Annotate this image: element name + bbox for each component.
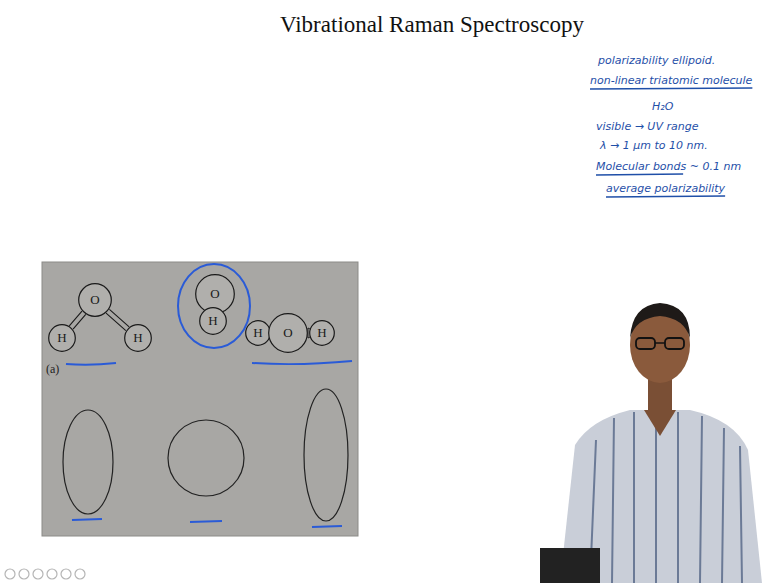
- atom-circle: H: [245, 320, 271, 346]
- atom-symbol: O: [283, 325, 292, 341]
- atom-circle: H: [48, 324, 76, 352]
- handwritten-note: non-linear triatomic molecule: [590, 74, 752, 87]
- slide-title: Vibrational Raman Spectroscopy: [280, 12, 584, 38]
- blue-underline: [596, 174, 683, 175]
- atom-text-box: H: [245, 320, 271, 346]
- atom-outline: [200, 308, 227, 335]
- desk-edge: [540, 548, 600, 583]
- shirt-stripes: [590, 412, 742, 583]
- atom-outline: [79, 284, 112, 317]
- book-photo: [42, 262, 358, 536]
- blue-circle: [178, 264, 250, 348]
- blue-underline: [66, 363, 116, 365]
- atom-circle: O: [78, 283, 112, 317]
- atom-circle: H: [124, 324, 152, 352]
- atom-text-box: H: [48, 324, 76, 352]
- polarizability-ellipse: [63, 410, 113, 514]
- atom-circle: H: [309, 320, 335, 346]
- blue-underline: [252, 361, 352, 364]
- glasses-bridge: [655, 342, 665, 344]
- atom-outline: [125, 325, 152, 352]
- toolbar-icon: [33, 569, 43, 579]
- atom-symbol: H: [208, 313, 217, 329]
- handwritten-note: polarizability ellipoid.: [598, 54, 715, 67]
- blue-underline: [312, 526, 342, 527]
- atom-symbol: O: [210, 286, 219, 302]
- atom-outline: [310, 321, 335, 346]
- atom-symbol: O: [90, 292, 99, 308]
- atom-outline: [49, 325, 76, 352]
- atom-symbol: H: [253, 325, 262, 341]
- atom-symbol: H: [57, 330, 66, 346]
- atom-outline: [269, 314, 308, 353]
- atom-text-box: H: [309, 320, 335, 346]
- atom-text-box: O: [268, 313, 308, 353]
- atom-text-box: H: [199, 307, 227, 335]
- polarizability-ellipse: [304, 389, 348, 521]
- atom-symbol: H: [317, 325, 326, 341]
- hair: [630, 303, 690, 338]
- handwritten-note: visible → UV range: [596, 120, 698, 133]
- toolbar-icons: [5, 569, 85, 579]
- glasses: [665, 338, 684, 349]
- bond-line: [106, 309, 129, 330]
- photo-border: [42, 262, 358, 536]
- figure-label: (a): [46, 362, 59, 377]
- toolbar-icon: [75, 569, 85, 579]
- atom-text-box: O: [78, 283, 112, 317]
- polarizability-ellipse: [168, 420, 244, 496]
- neck: [644, 410, 676, 436]
- blue-underline: [190, 521, 222, 522]
- glasses: [636, 338, 655, 349]
- blue-underline: [590, 88, 752, 89]
- toolbar-icon: [47, 569, 57, 579]
- atom-circle: O: [268, 313, 308, 353]
- toolbar-icon: [61, 569, 71, 579]
- atom-outline: [246, 321, 271, 346]
- handwritten-note: λ → 1 μm to 10 nm.: [600, 139, 708, 152]
- toolbar-icon: [19, 569, 29, 579]
- toolbar-icon: [5, 569, 15, 579]
- atom-circle: H: [199, 307, 227, 335]
- presenter: [540, 303, 762, 583]
- blue-underline: [606, 196, 725, 197]
- handwritten-note: average polarizability: [606, 182, 725, 195]
- blue-underline: [72, 519, 102, 520]
- bond-line: [69, 311, 85, 329]
- atom-symbol: H: [133, 330, 142, 346]
- atom-text-box: H: [124, 324, 152, 352]
- handwritten-note: H₂O: [652, 100, 673, 113]
- handwritten-note: Molecular bonds ~ 0.1 nm: [596, 160, 741, 173]
